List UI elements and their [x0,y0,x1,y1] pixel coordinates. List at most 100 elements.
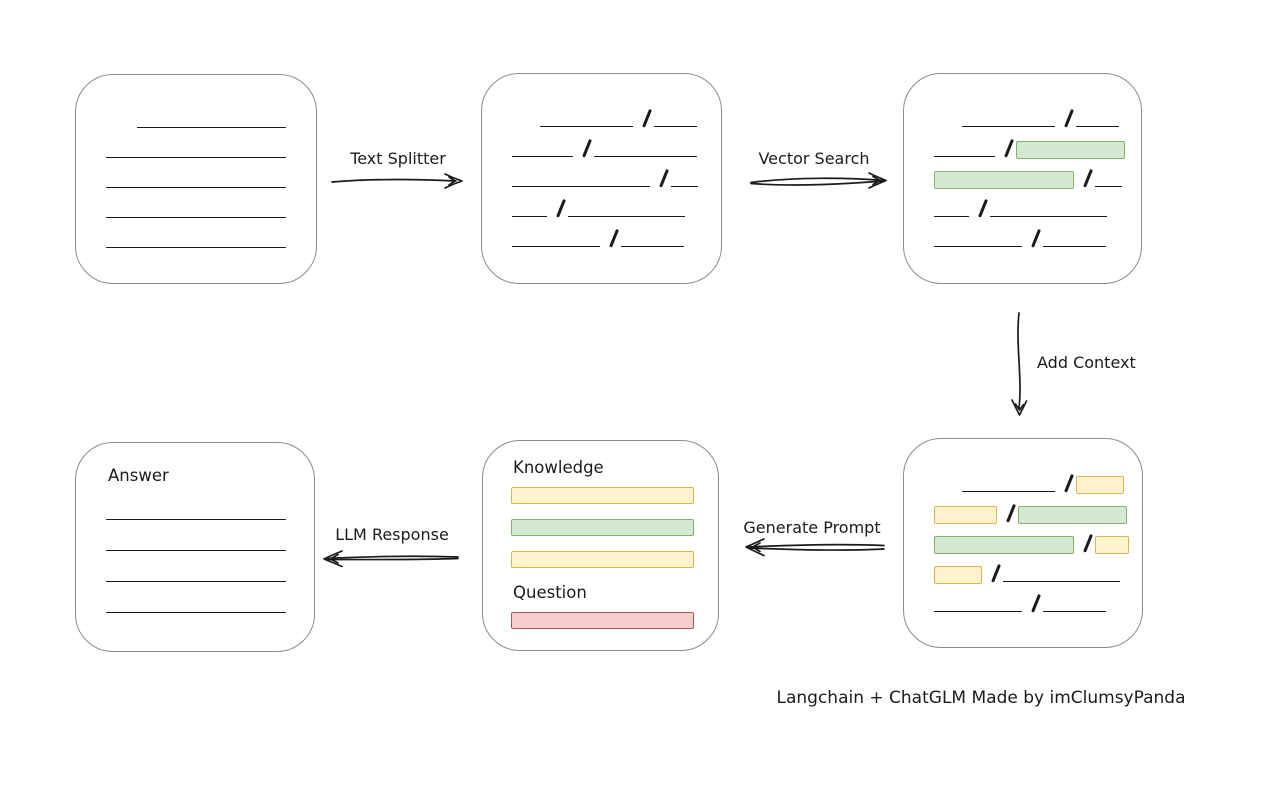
indent-gap [934,126,962,127]
text-line [962,490,1055,492]
chunk-row [106,171,286,188]
knowledge-chunk-green [511,519,694,536]
vector-search-arrow [750,172,887,189]
vector-search-label: Vector Search [758,149,870,168]
knowledge-label: Knowledge [513,458,604,477]
knowledge-chunk-yellow-2 [511,551,694,568]
slash-separator [991,563,1001,582]
text-line [1002,580,1120,582]
text-line [512,156,573,157]
yellow-chunk-highlight [1075,475,1124,494]
slash-separator [1006,503,1016,522]
chunk-row [934,503,1127,524]
chunk-lines [482,74,721,283]
chunk-row [934,138,1125,159]
slash-separator [1031,593,1041,612]
answer-line [106,550,286,551]
text-line [512,246,600,247]
text-line [934,246,1022,247]
chunk-row [934,168,1122,189]
text-line [670,186,698,187]
text-line [934,216,969,217]
context-chunks-box [903,438,1143,648]
text-line [593,156,697,157]
answer-box: Answer [75,442,315,652]
generate-prompt-label: Generate Prompt [743,518,881,537]
slash-separator [1083,533,1093,552]
slash-separator [1004,138,1014,158]
chunk-row [106,201,286,218]
chunk-row [934,228,1106,248]
slash-separator [1031,228,1041,248]
text-line [106,246,286,248]
chunk-row [512,168,698,188]
chunk-row [106,111,286,128]
llm-response-arrow [323,550,459,568]
green-chunk-highlight [934,535,1074,554]
indent-gap [934,491,962,492]
chunk-row [934,533,1129,554]
chunk-row [106,231,286,248]
text-line [512,216,547,217]
chunk-row [934,473,1124,494]
text-line [540,126,633,127]
answer-line [106,519,286,520]
question-chunk-red [511,612,694,629]
prompt-box: Knowledge Question [482,440,719,651]
slash-separator [582,138,592,158]
slash-separator [1083,168,1093,188]
add-context-label: Add Context [1037,353,1136,372]
slash-separator [1064,473,1074,492]
matched-chunk-lines [904,74,1141,283]
text-line [512,186,650,187]
chunk-row [934,108,1119,128]
text-line [934,610,1022,612]
slash-separator [642,108,652,128]
text-line [137,126,286,128]
answer-label: Answer [108,466,169,485]
chunk-row [512,228,684,248]
chunk-row [934,563,1120,584]
answer-line [106,581,286,582]
answer-line [106,612,286,613]
text-line [106,186,286,188]
chunk-row [512,108,697,128]
green-chunk-highlight [1017,505,1127,524]
text-line [989,216,1107,217]
credit-caption: Langchain + ChatGLM Made by imClumsyPand… [776,688,1186,708]
chunk-row [106,141,286,158]
text-splitter-label: Text Splitter [350,149,446,168]
chunk-row [934,198,1107,218]
yellow-chunk-highlight [934,565,982,584]
context-chunk-lines [904,439,1142,647]
yellow-chunk-highlight [1094,535,1129,554]
green-chunk-highlight [1015,141,1125,159]
slash-separator [609,228,619,248]
text-line [620,246,684,247]
document-lines [76,75,316,283]
text-line [1094,186,1122,187]
chunk-row [512,198,685,218]
text-line [1042,246,1106,247]
indent-gap [106,127,137,128]
text-line [1042,610,1106,612]
slash-separator [1064,108,1074,128]
green-chunk-highlight [934,171,1074,189]
indent-gap [512,126,540,127]
slash-separator [978,198,988,218]
text-line [934,156,995,157]
yellow-chunk-highlight [934,505,997,524]
text-line [653,126,697,127]
chunk-row [934,593,1106,612]
text-line [962,126,1055,127]
generate-prompt-arrow [745,538,885,557]
source-document-box [75,74,317,284]
question-label: Question [513,583,587,602]
text-line [106,216,286,218]
text-line [106,156,286,158]
slash-separator [659,168,669,188]
slash-separator [556,198,566,218]
matched-chunks-box [903,73,1142,284]
chunk-row [512,138,697,158]
